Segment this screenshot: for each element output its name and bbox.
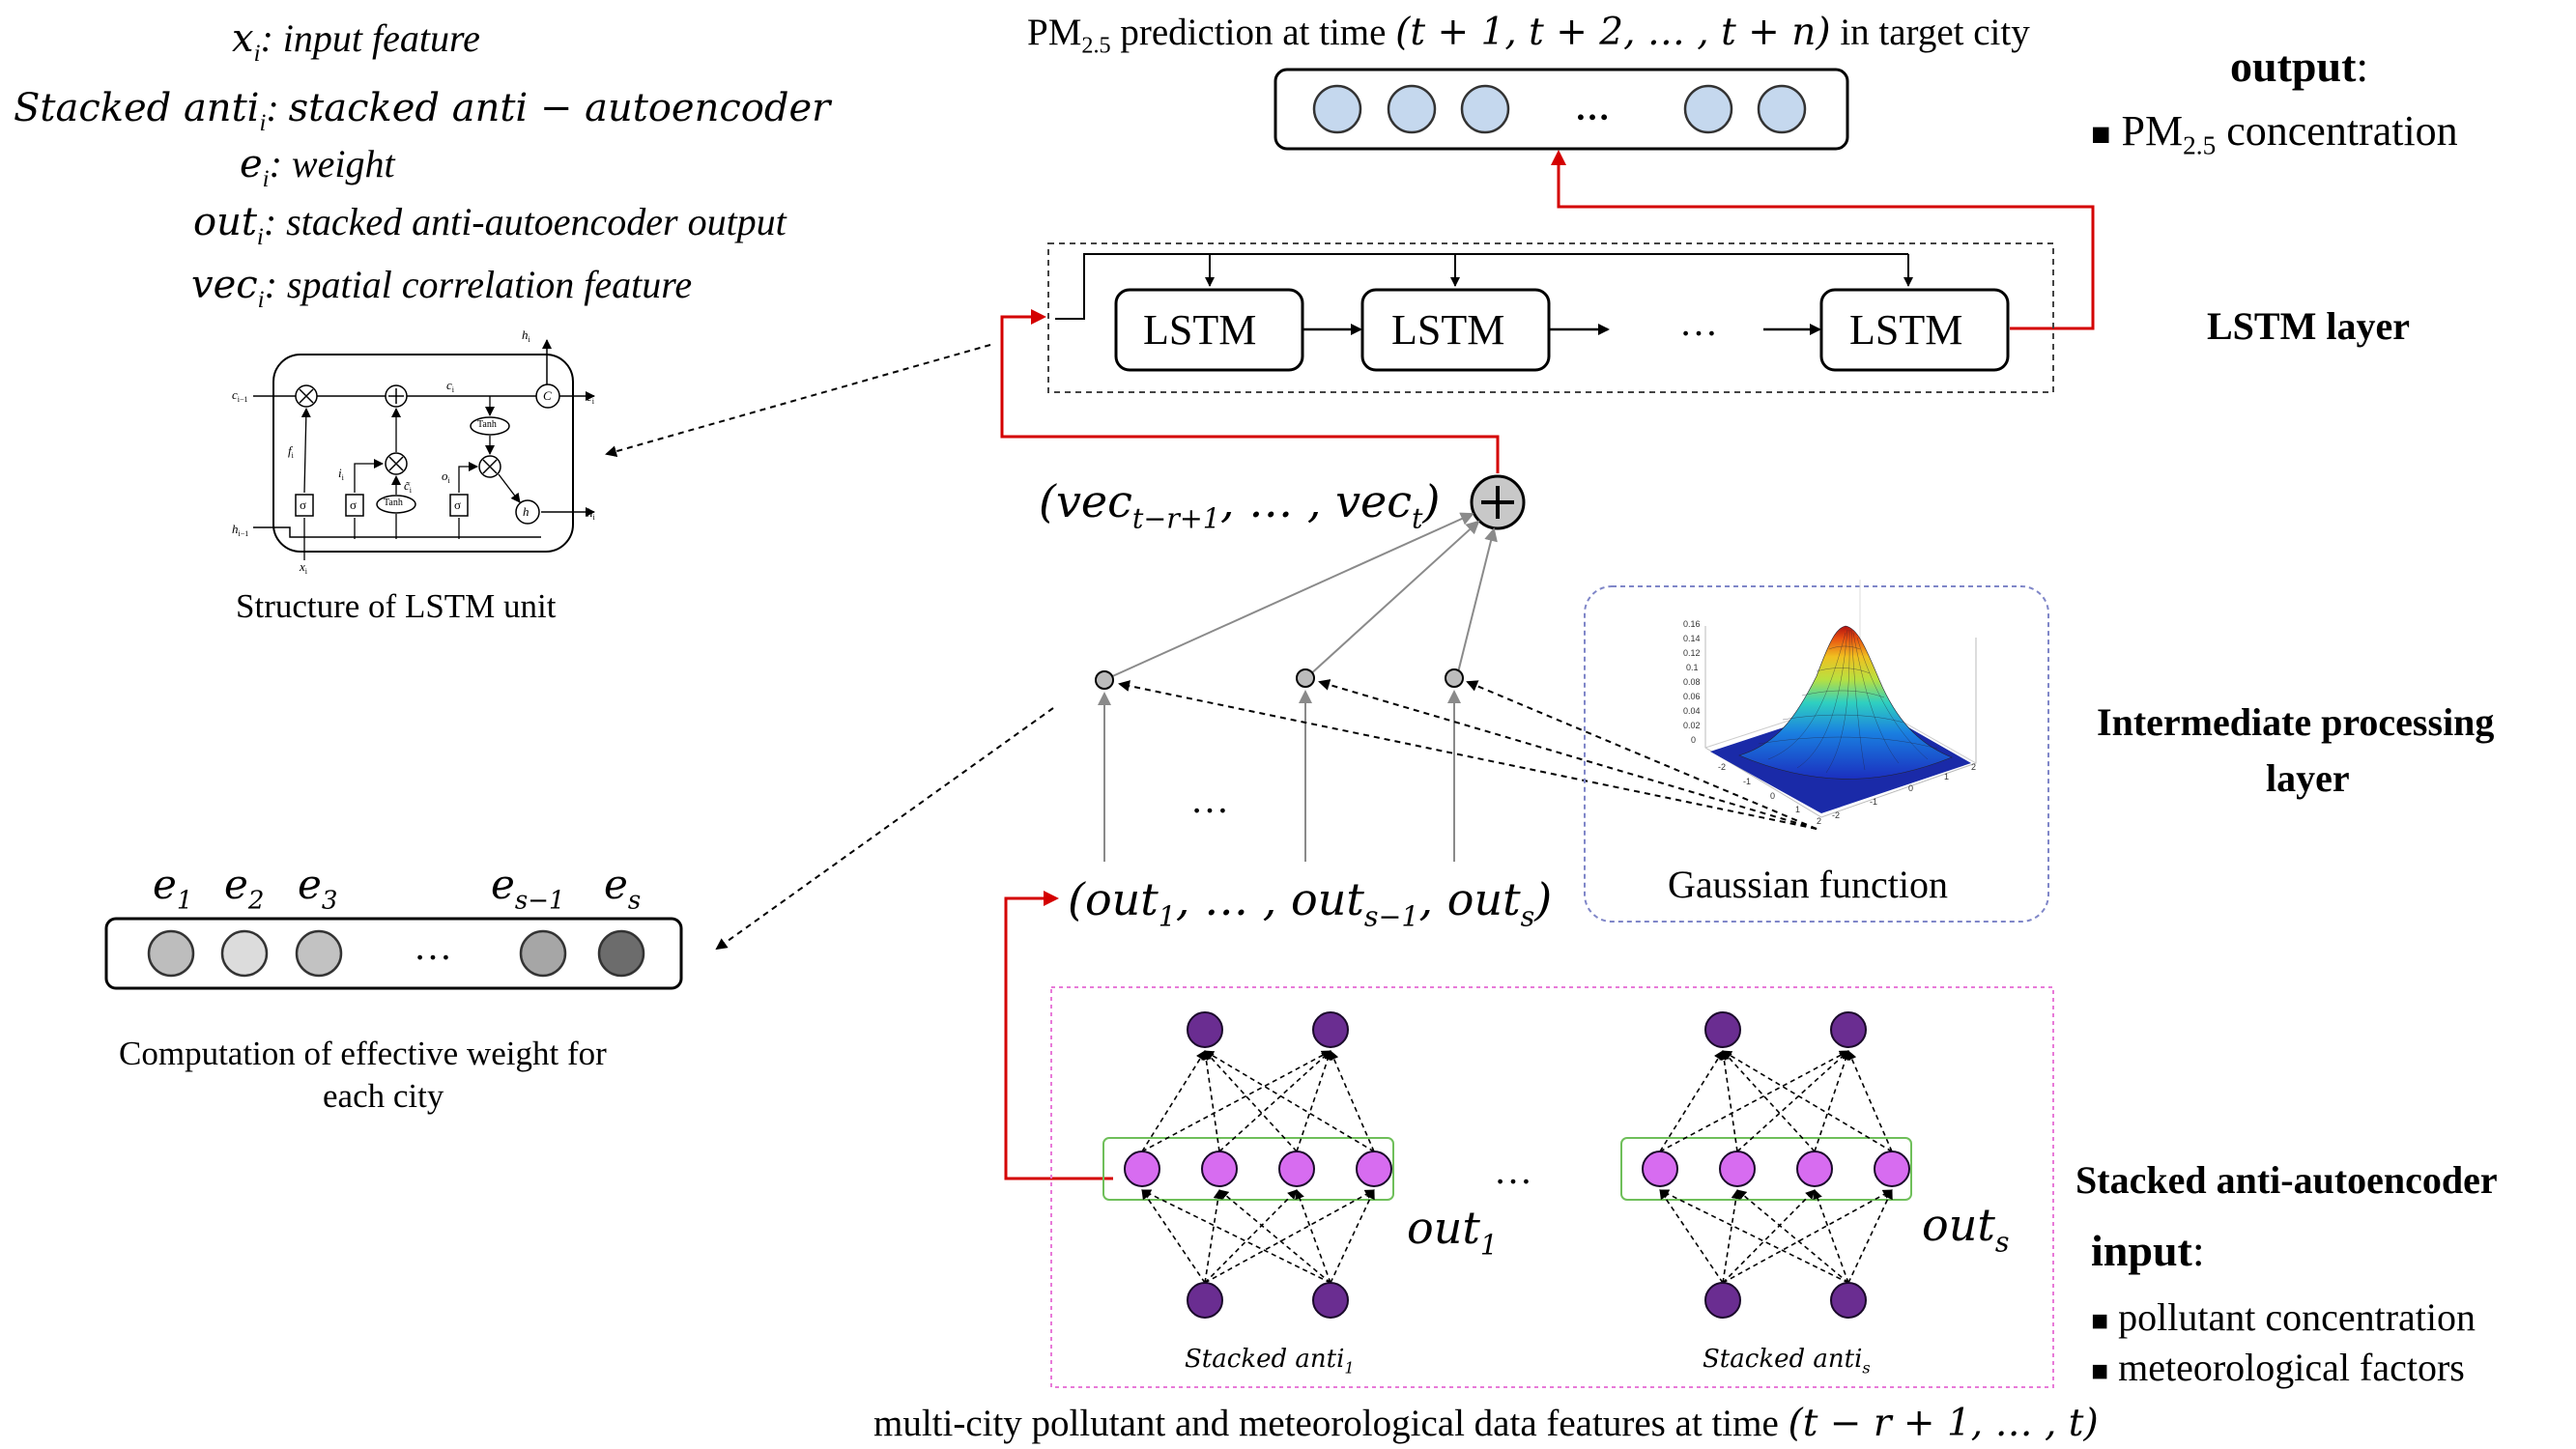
weights-caption-line2: each city [323, 1077, 444, 1115]
legend-item: xi: input feature [232, 16, 480, 67]
sae-to-outs-arrow [1004, 891, 1113, 1180]
hidden-layer-box [1620, 1137, 1912, 1201]
intermediate-title-line2: layer [2266, 756, 2350, 800]
sae-hidden-node [1356, 1151, 1392, 1187]
lstm-unit-caption: Structure of LSTM unit [236, 587, 557, 625]
lstm-unit-diagram [253, 339, 595, 560]
stacked-anti-1-label: Stacked anti1 [1185, 1345, 1355, 1378]
sae-input-node [1704, 1282, 1741, 1319]
intermediate-title-line1: Intermediate processing [2097, 700, 2495, 744]
lstm-layer-title: LSTM layer [2207, 304, 2410, 348]
sae-hidden-node [1278, 1151, 1315, 1187]
sae-hidden-node [1642, 1151, 1678, 1187]
input-item: ■ pollutant concentration [2091, 1295, 2476, 1339]
legend-item: Stacked antii: stacked anti − autoencode… [14, 86, 831, 136]
lstm-dots: … [1679, 300, 1718, 344]
lstm-cell-label: LSTM [1143, 306, 1257, 354]
sae-output-node [1187, 1011, 1223, 1048]
prediction-node [1312, 84, 1362, 134]
lstm-cells [1114, 288, 2010, 372]
lstm-cell [1819, 288, 2010, 372]
weight-node [295, 929, 343, 978]
lstm-cell-label: LSTM [1391, 306, 1505, 354]
weight-node [519, 929, 567, 978]
sae-hidden-node [1124, 1151, 1160, 1187]
sae-box [1050, 986, 2054, 1388]
sae-output-node [1830, 1011, 1867, 1048]
input-title: input: [2091, 1226, 2205, 1275]
prediction-dots: … [1575, 89, 1610, 128]
weighted-node [1445, 668, 1464, 688]
lstm-to-output-arrow [1551, 150, 2095, 330]
output-title: output: [2230, 42, 2369, 91]
lstm-cell-label: LSTM [1849, 306, 1963, 354]
lstm-layer-box [1047, 242, 2054, 393]
sae-input-node [1312, 1282, 1349, 1319]
gaussian-surface-plot [1704, 580, 1977, 818]
stacked-anti-s-label: Stacked antis [1703, 1345, 1871, 1378]
weights-caption-line1: Computation of effective weight for [119, 1035, 607, 1072]
gaussian-caption: Gaussian function [1668, 863, 1948, 906]
intermediate-dots: … [1190, 778, 1229, 821]
prediction-node [1387, 84, 1437, 134]
sae-title: Stacked anti-autoencoder [2075, 1158, 2498, 1202]
weighted-node [1095, 670, 1114, 690]
prediction-node [1460, 84, 1510, 134]
sae-input-node [1830, 1282, 1867, 1319]
legend-item: outi: stacked anti-autoencoder output [193, 200, 787, 250]
sum-node [1470, 474, 1526, 530]
prediction-node [1683, 84, 1733, 134]
outs-sequence-label: (out1, … , outs−1, outs) [1068, 873, 1553, 933]
weight-node [220, 929, 269, 978]
output-item: ■ PM2.5 concentration [2091, 107, 2458, 160]
weight-node [597, 929, 645, 978]
hidden-layer-box [1102, 1137, 1394, 1201]
gaussian-box [1584, 585, 2049, 923]
weight-dots: … [414, 924, 452, 968]
prediction-title: PM2.5 prediction at time (t + 1, t + 2, … [1027, 11, 2030, 59]
weights-box [104, 917, 683, 990]
bottom-caption: multi-city pollutant and meteorological … [873, 1402, 2099, 1445]
sae-hidden-node [1719, 1151, 1756, 1187]
sae-input-node [1187, 1282, 1223, 1319]
vec-sequence-label: (vect−r+1, … , vect) [1039, 475, 1441, 535]
legend-item: veci: spatial correlation feature [191, 263, 693, 313]
legend-item: ei: weight [240, 142, 395, 192]
prediction-node [1757, 84, 1807, 134]
sae-hidden-node [1874, 1151, 1910, 1187]
sae-hidden-node [1796, 1151, 1833, 1187]
sae-dots: … [1494, 1149, 1532, 1192]
input-item: ■ meteorological factors [2091, 1346, 2465, 1389]
weight-node [147, 929, 195, 978]
weighted-node [1296, 668, 1315, 688]
sae-output-node [1704, 1011, 1741, 1048]
outs-label: outs [1922, 1199, 2010, 1259]
prediction-output-box [1274, 68, 1849, 151]
sae-hidden-node [1201, 1151, 1238, 1187]
vec-to-lstm-arrow [1000, 309, 1500, 473]
out1-label: out1 [1407, 1202, 1498, 1262]
sae-output-node [1312, 1011, 1349, 1048]
